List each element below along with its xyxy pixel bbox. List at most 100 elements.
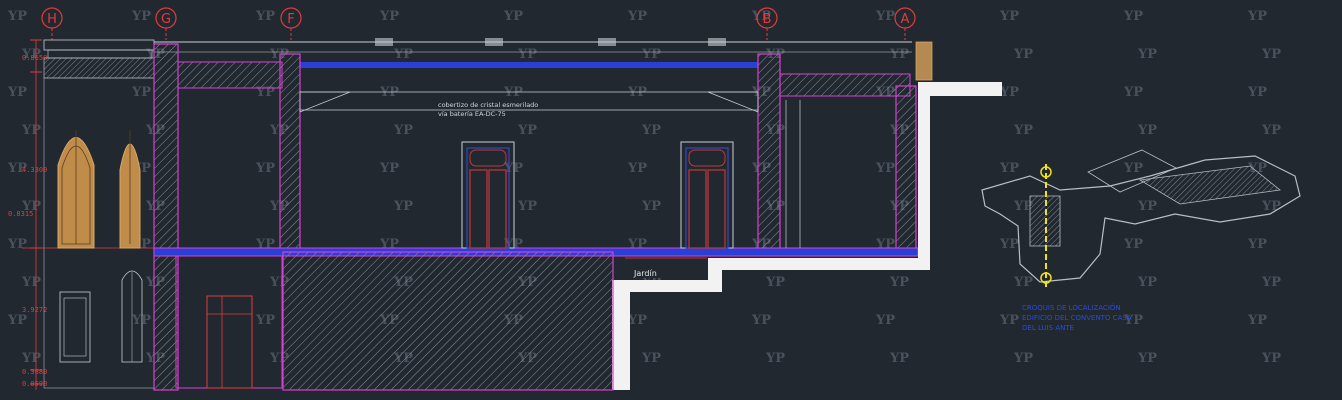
key-plan-note-line1: CROQUIS DE LOCALIZACIÓN — [1022, 303, 1121, 312]
watermark-mark: YP — [7, 9, 27, 24]
watermark-mark: YP — [1261, 123, 1281, 138]
watermark-mark: YP — [503, 9, 523, 24]
watermark-mark: YP — [889, 351, 909, 366]
watermark-mark: YP — [889, 47, 909, 62]
door-right — [680, 141, 734, 249]
watermark-mark: YP — [393, 47, 413, 62]
location-key-plan: CROQUIS DE LOCALIZACIÓN EDIFICIO DEL CON… — [981, 149, 1301, 332]
watermark-mark: YP — [503, 161, 523, 176]
grid-label-a: A — [901, 12, 910, 27]
roof-note-line2: vía batería EA-DC-75 — [438, 110, 506, 118]
building-section: cobertizo de cristal esmerilado vía bate… — [153, 38, 1002, 391]
watermark-mark: YP — [1123, 313, 1143, 328]
watermark-mark: YP — [875, 9, 895, 24]
watermark-mark: YP — [875, 313, 895, 328]
watermark-mark: YP — [627, 313, 647, 328]
watermark-mark: YP — [1247, 9, 1267, 24]
watermark-mark: YP — [517, 199, 537, 214]
watermark-mark: YP — [1013, 47, 1033, 62]
grid-label-g: G — [161, 12, 171, 27]
watermark-mark: YP — [875, 161, 895, 176]
watermark-mark: YP — [999, 85, 1019, 100]
watermark-mark: YP — [7, 85, 27, 100]
watermark-mark: YP — [751, 9, 771, 24]
watermark-mark: YP — [21, 275, 41, 290]
watermark-mark: YP — [999, 9, 1019, 24]
watermark-mark: YP — [627, 85, 647, 100]
watermark-mark: YP — [641, 47, 661, 62]
key-plan-note-line3: DEL LUIS ANTE — [1022, 324, 1074, 332]
watermark-mark: YP — [1123, 237, 1143, 252]
watermark-mark: YP — [1247, 85, 1267, 100]
watermark-mark: YP — [999, 313, 1019, 328]
grid-axis-b: B — [756, 7, 778, 40]
watermark-mark: YP — [255, 85, 275, 100]
grid-label-b: B — [763, 12, 772, 27]
watermark-mark: YP — [1137, 123, 1157, 138]
watermark-mark: YP — [379, 161, 399, 176]
grid-axis-g: G — [155, 7, 177, 40]
watermark-mark: YP — [7, 237, 27, 252]
watermark-mark: YP — [641, 123, 661, 138]
dimension-label: 0.8315 — [8, 210, 33, 218]
dimension-label: 0.8650 — [22, 54, 47, 62]
roof-note-line1: cobertizo de cristal esmerilado — [438, 101, 538, 109]
watermark-mark: YP — [255, 161, 275, 176]
watermark-mark: YP — [1137, 199, 1157, 214]
watermark-mark: YP — [999, 161, 1019, 176]
watermark-mark: YP — [131, 85, 151, 100]
watermark-mark: YP — [1137, 275, 1157, 290]
watermark-mark: YP — [517, 47, 537, 62]
watermark-mark: YP — [1261, 351, 1281, 366]
door-left — [461, 141, 515, 249]
watermark-mark: YP — [641, 351, 661, 366]
watermark-mark: YP — [1013, 199, 1033, 214]
watermark-mark: YP — [1137, 351, 1157, 366]
watermark-mark: YP — [379, 9, 399, 24]
watermark-mark: YP — [765, 275, 785, 290]
dimension-label: 0.0590 — [22, 380, 47, 388]
grid-axis-f: F — [280, 7, 302, 40]
watermark-mark: YP — [1013, 123, 1033, 138]
watermark-mark: YP — [999, 237, 1019, 252]
grid-axes: H G F B A — [41, 7, 916, 40]
watermark-mark: YP — [21, 351, 41, 366]
grid-label-h: H — [47, 12, 57, 27]
watermark-mark: YP — [131, 313, 151, 328]
dimension-label: 0.3880 — [22, 368, 47, 376]
watermark-mark: YP — [1123, 9, 1143, 24]
watermark-mark: YP — [255, 9, 275, 24]
watermark-mark: YP — [503, 85, 523, 100]
watermark-mark: YP — [1013, 351, 1033, 366]
dimension-label: 4.3300 — [22, 166, 47, 174]
watermark-mark: YP — [393, 199, 413, 214]
grid-axis-a: A — [894, 7, 916, 40]
key-plan-note-line2: EDIFICIO DEL CONVENTO CASA — [1022, 314, 1132, 322]
watermark-mark: YP — [627, 161, 647, 176]
watermark-mark: YP — [7, 313, 27, 328]
garden-label: Jardín — [633, 269, 657, 278]
watermark-mark: YP — [889, 275, 909, 290]
watermark-mark: YP — [379, 85, 399, 100]
watermark-mark: YP — [131, 9, 151, 24]
dimension-label: 3.9272 — [22, 306, 47, 314]
watermark-mark: YP — [751, 313, 771, 328]
watermark-mark: YP — [255, 313, 275, 328]
watermark-mark: YP — [1261, 47, 1281, 62]
watermark-mark: YP — [641, 199, 661, 214]
watermark-mark: YP — [1261, 275, 1281, 290]
grid-label-f: F — [287, 12, 294, 27]
watermark-mark: YP — [393, 123, 413, 138]
watermark-mark: YP — [517, 123, 537, 138]
watermark-mark: YP — [1013, 275, 1033, 290]
watermark-mark: YP — [1123, 85, 1143, 100]
watermark-mark: YP — [1137, 47, 1157, 62]
grid-axis-h: H — [41, 7, 63, 40]
watermark-mark: YP — [1247, 237, 1267, 252]
watermark-mark: YP — [1123, 161, 1143, 176]
watermark-mark: YP — [7, 161, 27, 176]
watermark-mark: YP — [21, 123, 41, 138]
watermark-mark: YP — [765, 351, 785, 366]
watermark-mark: YP — [1261, 199, 1281, 214]
